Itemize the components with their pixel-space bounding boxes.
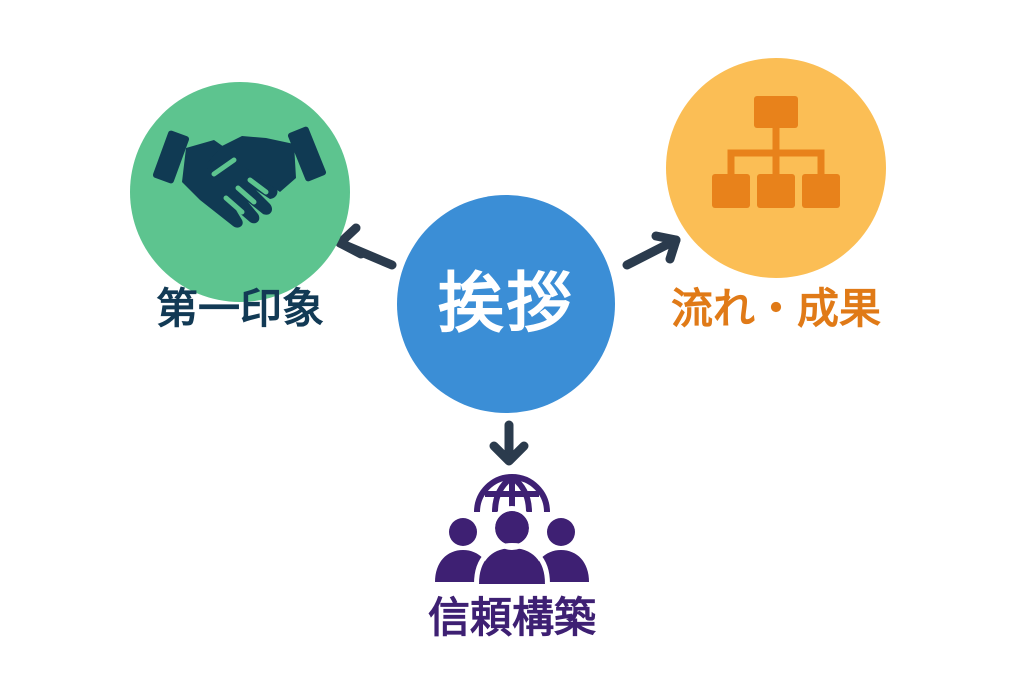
arrow-to-first-impression <box>335 223 397 270</box>
greeting-center-node: 挨拶 <box>397 195 615 413</box>
greeting-center-label: 挨拶 <box>438 265 574 342</box>
flow-results-label: 流れ・成果 <box>670 284 881 333</box>
hierarchy-icon <box>712 96 840 208</box>
first-impression-node <box>130 82 350 302</box>
first-impression-label: 第一印象 <box>155 284 324 333</box>
arrow-to-flow-results <box>622 231 681 270</box>
trust-building-label: 信頼構築 <box>427 593 596 642</box>
global-community-icon <box>435 474 589 585</box>
handshake-icon <box>152 126 327 228</box>
flow-results-node <box>666 58 886 278</box>
arrow-to-trust-building <box>489 420 529 466</box>
